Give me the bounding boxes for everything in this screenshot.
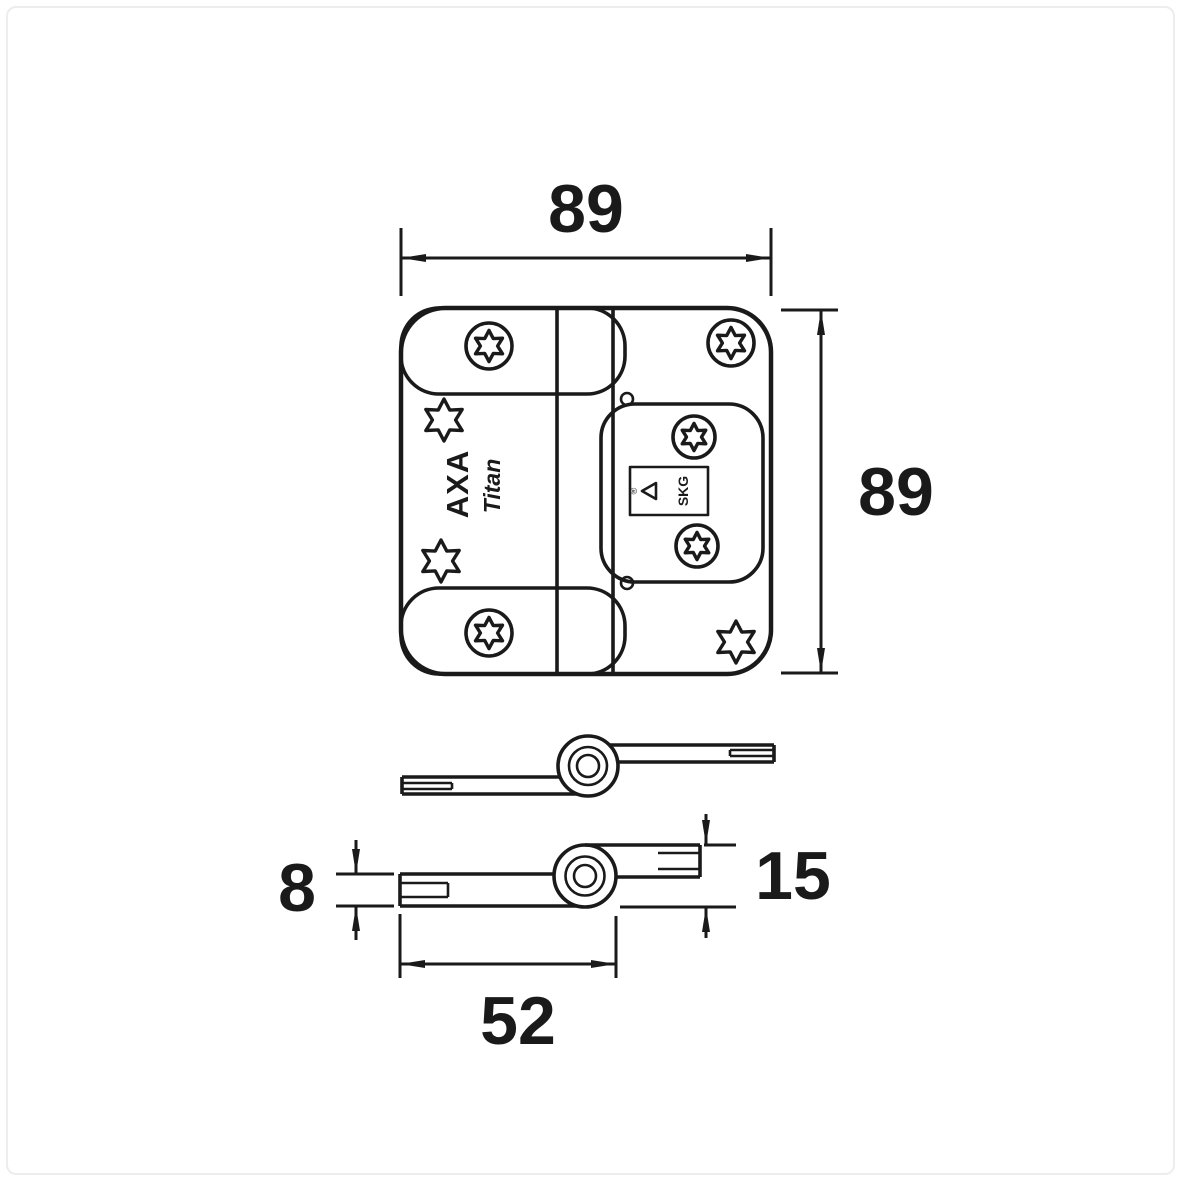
registered-mark: ® xyxy=(629,487,639,494)
dimension-knuckle-height: 15 xyxy=(620,814,831,938)
hinge-side-view-section xyxy=(398,843,702,909)
torx-screw-icon xyxy=(674,523,720,569)
knuckle-barrel xyxy=(556,734,620,798)
model-text: Titan xyxy=(479,459,505,514)
torx-screw-icon xyxy=(706,318,756,368)
torx-screw-icon xyxy=(671,414,717,460)
hinge-side-view-open xyxy=(400,734,776,798)
dim-knuckle-height-label: 15 xyxy=(755,838,831,914)
hinge-right-plate xyxy=(599,402,765,584)
dim-thickness-label: 8 xyxy=(278,850,316,926)
hinge-top-finger xyxy=(399,306,627,396)
dim-width-label: 89 xyxy=(548,171,624,247)
hinge-front-view: AXA Titan ® SKG xyxy=(398,305,774,677)
dimension-height: 89 xyxy=(781,308,934,675)
skg-tag: ® SKG xyxy=(628,465,710,517)
dimension-thickness: 8 xyxy=(278,840,394,940)
dim-leaf-depth-label: 52 xyxy=(480,983,556,1059)
brand-text: AXA xyxy=(440,450,475,518)
skg-triangle-icon xyxy=(640,481,658,501)
dimension-width: 89 xyxy=(399,171,773,296)
hinge-bottom-finger xyxy=(399,586,627,676)
torx-screw-icon xyxy=(464,321,514,371)
dim-height-label: 89 xyxy=(858,454,934,530)
knuckle-barrel xyxy=(552,843,618,909)
skg-label: SKG xyxy=(675,476,691,506)
dimension-leaf-depth: 52 xyxy=(398,914,618,1059)
torx-screw-icon xyxy=(464,608,514,658)
